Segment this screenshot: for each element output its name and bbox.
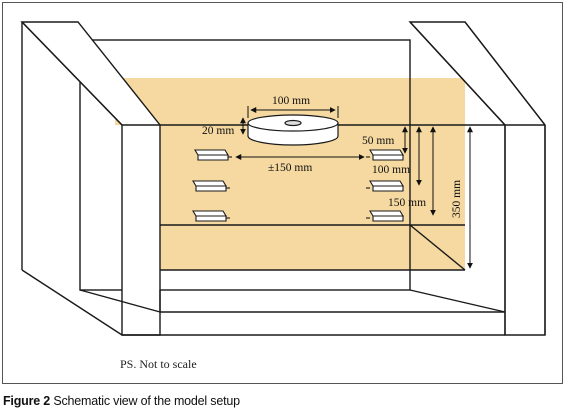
sensor-spacing-label: ±150 mm <box>268 162 312 174</box>
disc-diameter-label: 100 mm <box>272 95 310 107</box>
figure-caption-text: Schematic view of the model setup <box>53 394 240 408</box>
depth-100-label: 100 mm <box>372 164 410 176</box>
depth-50-label: 50 mm <box>362 135 394 147</box>
figure-caption-label: Figure 2 <box>3 394 51 408</box>
depth-150-label: 150 mm <box>388 197 426 209</box>
sensor-right-mid <box>366 180 404 192</box>
dimension-lines <box>235 106 473 269</box>
scale-note: PS. Not to scale <box>120 357 197 371</box>
sensor-right-top <box>366 149 404 161</box>
disc-footing <box>247 114 339 146</box>
depth-350-label: 350 mm <box>451 180 463 218</box>
sensor-left-top <box>194 149 232 161</box>
disc-height-label: 20 mm <box>202 125 234 137</box>
tank-box <box>20 21 546 336</box>
sensor-left-bottom <box>192 210 230 222</box>
sensor-right-bottom <box>366 210 404 222</box>
sensor-left-mid <box>192 180 230 192</box>
sensor-group <box>192 149 404 222</box>
figure-caption: Figure 2 Schematic view of the model set… <box>3 394 240 408</box>
sand-region <box>115 78 465 270</box>
